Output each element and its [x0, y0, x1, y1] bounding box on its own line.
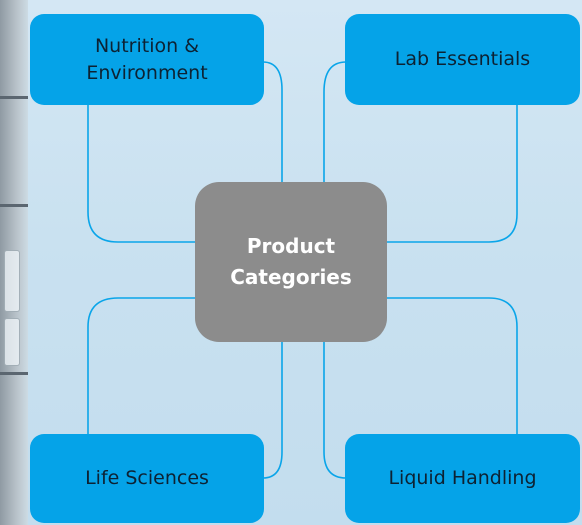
background-lab-photo [0, 0, 28, 525]
node-liquid-handling[interactable]: Liquid Handling [345, 434, 580, 523]
connector-life-right [262, 342, 283, 479]
node-label: Nutrition & Environment [86, 34, 208, 84]
connector-nutrition-left [87, 105, 196, 243]
connector-nutrition-right [262, 61, 283, 182]
node-lab-essentials[interactable]: Lab Essentials [345, 14, 580, 105]
connector-lab-right [386, 105, 518, 243]
connector-lab-left [323, 61, 347, 182]
node-nutrition-environment[interactable]: Nutrition & Environment [30, 14, 264, 105]
center-label: Product Categories [230, 234, 352, 289]
node-label: Lab Essentials [394, 48, 531, 70]
node-label: Liquid Handling [388, 467, 537, 489]
center-node-product-categories[interactable]: Product Categories [195, 182, 387, 342]
node-label: Life Sciences [85, 467, 209, 489]
node-life-sciences[interactable]: Life Sciences [30, 434, 264, 523]
connector-liquid-right [386, 297, 518, 435]
connector-liquid-left [323, 342, 347, 479]
connector-life-left [87, 297, 196, 435]
